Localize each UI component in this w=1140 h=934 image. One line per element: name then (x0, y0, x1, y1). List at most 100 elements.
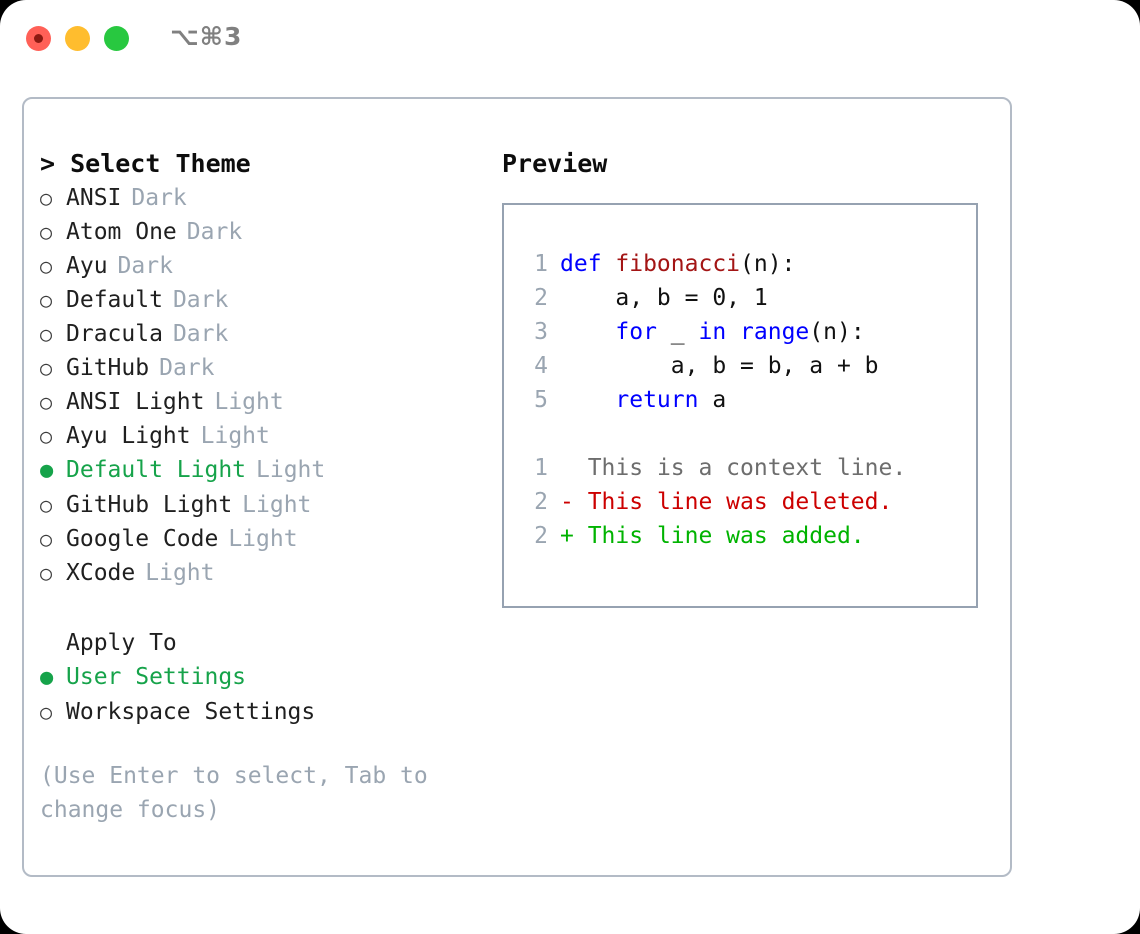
diff-text: This line was deleted. (573, 489, 893, 515)
traffic-lights (26, 26, 129, 51)
apply-to-label: User Settings (66, 664, 247, 690)
diff-line: 1 This is a context line. (522, 451, 976, 485)
theme-list-item[interactable]: ○ Ayu Light Light (40, 419, 480, 453)
apply-to-section: Apply To ●User Settings○Workspace Settin… (40, 626, 480, 729)
code-token: a, b = b, a + b (560, 353, 879, 379)
line-number: 4 (534, 353, 548, 379)
code-token: (n): (740, 251, 796, 277)
theme-list-item[interactable]: ○ Ayu Dark (40, 249, 480, 283)
code-token: _ (656, 319, 699, 345)
theme-variant-tag: Light (242, 492, 312, 518)
code-token: return (615, 387, 699, 413)
preview-header: Preview (502, 149, 608, 178)
theme-variant-tag: Dark (159, 355, 215, 381)
theme-list-item[interactable]: ● Default Light Light (40, 453, 480, 488)
radio-unselected-icon: ○ (40, 561, 53, 585)
radio-selected-icon: ● (40, 665, 54, 690)
maximize-window-button[interactable] (104, 26, 129, 51)
line-number: 3 (534, 319, 548, 345)
code-token: a, b = 0, 1 (560, 285, 768, 311)
select-theme-header: > Select Theme (40, 149, 251, 178)
line-number: 1 (534, 251, 548, 277)
theme-name-label: Google Code (66, 526, 219, 552)
keyboard-hint: (Use Enter to select, Tab to change focu… (40, 763, 428, 823)
theme-variant-tag: Light (200, 423, 270, 449)
line-number: 2 (534, 285, 548, 311)
theme-variant-tag: Light (145, 560, 215, 586)
diff-sample: 1 This is a context line.2- This line wa… (522, 451, 976, 553)
theme-variant-tag: Light (214, 389, 284, 415)
radio-unselected-icon: ○ (40, 527, 53, 551)
apply-to-label: Workspace Settings (66, 699, 316, 725)
theme-list-item[interactable]: ○ Atom One Dark (40, 215, 480, 249)
theme-name-label: Ayu (66, 253, 108, 279)
radio-unselected-icon: ○ (40, 186, 53, 210)
diff-line: 2- This line was deleted. (522, 485, 976, 519)
code-token: in (698, 319, 727, 345)
code-token: def (560, 251, 616, 277)
code-token: a (698, 387, 727, 413)
theme-variant-tag: Dark (172, 321, 229, 347)
radio-unselected-icon: ○ (40, 700, 53, 724)
theme-name-label: Default (66, 287, 163, 313)
theme-name-label: Ayu Light (66, 423, 191, 449)
code-line: 2 a, b = 0, 1 (522, 281, 976, 315)
diff-marker: - (560, 489, 574, 515)
diff-marker (560, 451, 574, 485)
theme-list-item[interactable]: ○ GitHub Dark (40, 351, 480, 385)
radio-unselected-icon: ○ (40, 322, 53, 346)
apply-to-list[interactable]: ● User Settings ○ Workspace Settings (40, 660, 480, 729)
line-number: 1 (534, 455, 548, 481)
diff-text: This is a context line. (573, 455, 907, 481)
preview-spacer (522, 417, 976, 451)
code-token (560, 315, 615, 349)
theme-name-label: GitHub (66, 355, 150, 381)
theme-name-label: XCode (66, 560, 136, 586)
theme-list-item[interactable]: ○ XCode Light (40, 556, 480, 590)
radio-unselected-icon: ○ (40, 424, 53, 448)
radio-selected-icon: ● (40, 458, 54, 483)
theme-list-item[interactable]: ○ Dracula Dark (40, 317, 480, 351)
line-number: 2 (534, 489, 548, 515)
code-token: for (615, 319, 657, 345)
radio-unselected-icon: ○ (40, 390, 53, 414)
minimize-window-button[interactable] (65, 26, 90, 51)
code-token (726, 315, 740, 349)
code-line: 5 return a (522, 383, 976, 417)
code-token: range (740, 319, 810, 345)
close-window-button[interactable] (26, 26, 51, 51)
apply-to-item[interactable]: ● User Settings (40, 660, 480, 695)
line-number: 5 (534, 387, 548, 413)
theme-name-label: Atom One (66, 219, 177, 245)
theme-name-label: Dracula (66, 321, 163, 347)
theme-variant-tag: Dark (186, 219, 243, 245)
radio-unselected-icon: ○ (40, 288, 53, 312)
title-bar: ⌥⌘3 (0, 0, 1140, 78)
radio-unselected-icon: ○ (40, 356, 53, 380)
line-number: 2 (534, 523, 548, 549)
diff-line: 2 + This line was added. (522, 519, 976, 553)
code-line: 3 for _ in range(n): (522, 315, 976, 349)
theme-name-label: Default Light (66, 457, 247, 483)
diff-marker: + (560, 523, 574, 549)
keyboard-shortcut-label: ⌥⌘3 (170, 22, 243, 51)
diff-text: This line was added. (573, 523, 865, 549)
code-token: fibonacci (615, 251, 741, 277)
radio-unselected-icon: ○ (40, 493, 53, 517)
apply-to-item[interactable]: ○ Workspace Settings (40, 695, 480, 729)
radio-unselected-icon: ○ (40, 220, 53, 244)
radio-unselected-icon: ○ (40, 254, 53, 278)
theme-variant-tag: Dark (117, 253, 173, 279)
theme-variant-tag: Light (256, 457, 326, 483)
